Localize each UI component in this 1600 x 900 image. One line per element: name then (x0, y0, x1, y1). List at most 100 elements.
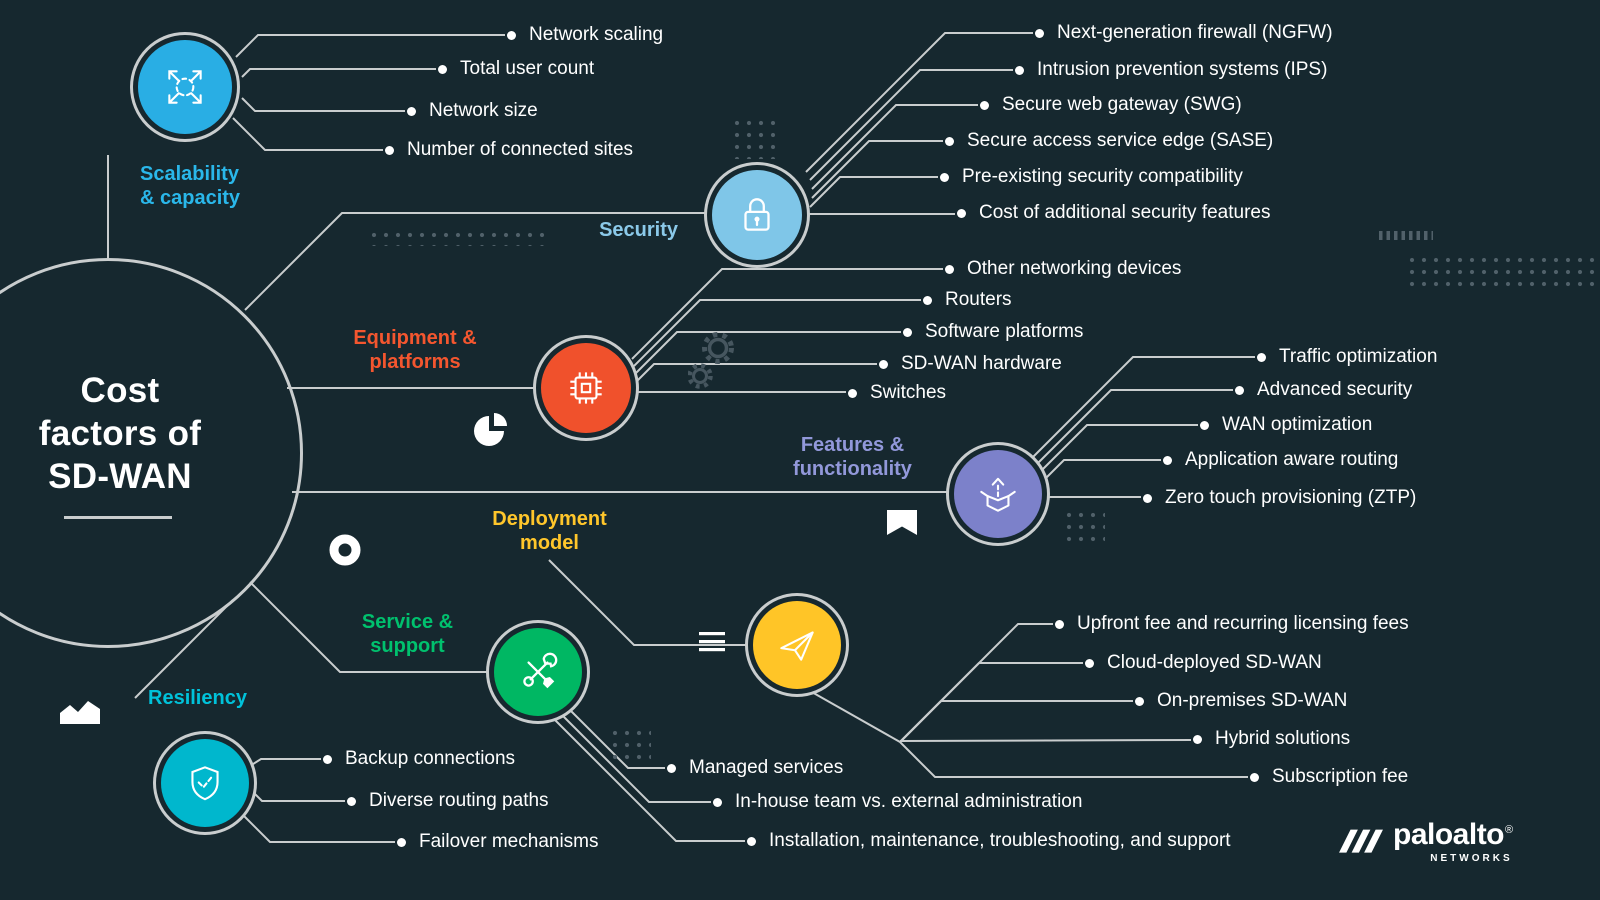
equipment-node (541, 343, 631, 433)
factor-item: Secure access service edge (SASE) (945, 130, 1273, 152)
factor-item: Diverse routing paths (347, 790, 549, 812)
bullet-icon (347, 796, 356, 806)
pie-chart-icon (474, 413, 507, 446)
bullet-icon (713, 797, 722, 807)
bullet-icon (1193, 734, 1202, 744)
bullet-icon (940, 172, 949, 182)
bullet-icon (1015, 65, 1024, 75)
factor-item: Hybrid solutions (1193, 728, 1350, 750)
factor-item: Failover mechanisms (397, 831, 599, 853)
service-node (494, 628, 582, 716)
factor-label: Intrusion prevention systems (IPS) (1037, 59, 1328, 80)
factor-label: Advanced security (1257, 379, 1413, 400)
gears-icon (688, 332, 734, 389)
bullet-icon (1257, 352, 1266, 362)
factor-label: Failover mechanisms (419, 831, 599, 852)
bullet-icon (1143, 493, 1152, 503)
factor-item: WAN optimization (1200, 414, 1372, 436)
factor-item: Network size (407, 100, 538, 122)
security-node (712, 170, 802, 260)
factor-label: Pre-existing security compatibility (962, 166, 1243, 187)
factor-item: Number of connected sites (385, 139, 633, 161)
title-line: Cost (80, 371, 160, 410)
dot-grid-decoration (609, 727, 651, 767)
factor-item: Intrusion prevention systems (IPS) (1015, 59, 1327, 81)
deployment-node (753, 601, 841, 689)
resiliency-label: Resiliency (148, 687, 247, 709)
factor-item: Traffic optimization (1257, 346, 1437, 368)
factor-label: Other networking devices (967, 258, 1182, 279)
dot-grid-decoration (1063, 509, 1105, 549)
bullet-icon (945, 264, 954, 274)
factor-item: Secure web gateway (SWG) (980, 94, 1242, 116)
flag-ribbon-icon (887, 510, 917, 535)
bullet-icon (1163, 455, 1172, 465)
paloalto-logo: paloalto® NETWORKS (1338, 820, 1513, 864)
donut-chart-icon (329, 534, 361, 566)
factor-item: Managed services (667, 757, 843, 779)
bullet-icon (923, 295, 932, 305)
paper-plane-icon (780, 631, 814, 661)
factor-item: Upfront fee and recurring licensing fees (1055, 613, 1409, 635)
service-label: Service & support (361, 611, 454, 657)
tools-icon (523, 652, 558, 689)
factor-label: In-house team vs. external administratio… (735, 791, 1083, 812)
bullet-icon (385, 145, 394, 155)
paloalto-logo-text: paloalto® NETWORKS (1393, 820, 1513, 865)
factor-item: Advanced security (1235, 379, 1412, 401)
factor-label: WAN optimization (1222, 414, 1373, 435)
factor-label: Cloud-deployed SD-WAN (1107, 652, 1322, 673)
bullet-icon (945, 136, 954, 146)
bullet-icon (1035, 28, 1044, 38)
bullet-icon (980, 100, 989, 110)
factor-label: Cost of additional security features (979, 202, 1271, 223)
brand-sub: NETWORKS (1430, 853, 1513, 864)
factor-label: On-premises SD-WAN (1157, 690, 1348, 711)
factor-item: Switches (848, 382, 946, 404)
dash-row-decoration (1379, 231, 1433, 240)
bullet-icon (1235, 385, 1244, 395)
factor-label: Installation, maintenance, troubleshooti… (769, 830, 1231, 851)
bullet-icon (1250, 772, 1259, 782)
factor-label: SD-WAN hardware (901, 353, 1062, 374)
bullet-icon (957, 208, 966, 218)
factor-label: Total user count (460, 58, 595, 79)
factor-item: Installation, maintenance, troubleshooti… (747, 830, 1231, 852)
menu-lines-icon (699, 632, 725, 652)
factor-item: Software platforms (903, 321, 1083, 343)
factor-label: Number of connected sites (407, 139, 634, 160)
cpu-chip-icon (570, 372, 602, 404)
factor-label: Hybrid solutions (1215, 728, 1351, 749)
dot-grid-decoration (731, 117, 777, 159)
resiliency-node (161, 739, 249, 827)
factor-label: Diverse routing paths (369, 790, 549, 811)
title-line: factors of (38, 414, 202, 454)
factor-item: Cloud-deployed SD-WAN (1085, 652, 1322, 674)
factor-label: Network scaling (529, 24, 664, 45)
factor-item: On-premises SD-WAN (1135, 690, 1347, 712)
factor-item: SD-WAN hardware (879, 353, 1062, 375)
factor-label: Routers (945, 289, 1012, 310)
factor-item: Backup connections (323, 748, 515, 770)
scalability-label: Scalability & capacity (140, 163, 241, 209)
factor-label: Application aware routing (1185, 449, 1399, 470)
paloalto-logo-mark (1339, 829, 1383, 853)
bullet-icon (1200, 420, 1209, 430)
factor-item: Cost of additional security features (957, 202, 1271, 224)
factor-item: Next-generation firewall (NGFW) (1035, 22, 1333, 44)
bullet-icon (1055, 619, 1064, 629)
bullet-icon (667, 763, 676, 773)
factor-item: Subscription fee (1250, 766, 1408, 788)
bullet-icon (747, 836, 756, 846)
title-underline (64, 516, 172, 519)
factor-label: Zero touch provisioning (ZTP) (1165, 487, 1417, 508)
factor-label: Network size (429, 100, 538, 121)
deployment-label: Deployment model (492, 508, 607, 554)
paloalto-brand: paloalto® (1393, 820, 1513, 850)
features-label: Features & functionality (793, 434, 912, 480)
dot-grid-decoration (368, 229, 548, 246)
shield-check-icon (191, 766, 219, 801)
bullet-icon (903, 327, 912, 337)
